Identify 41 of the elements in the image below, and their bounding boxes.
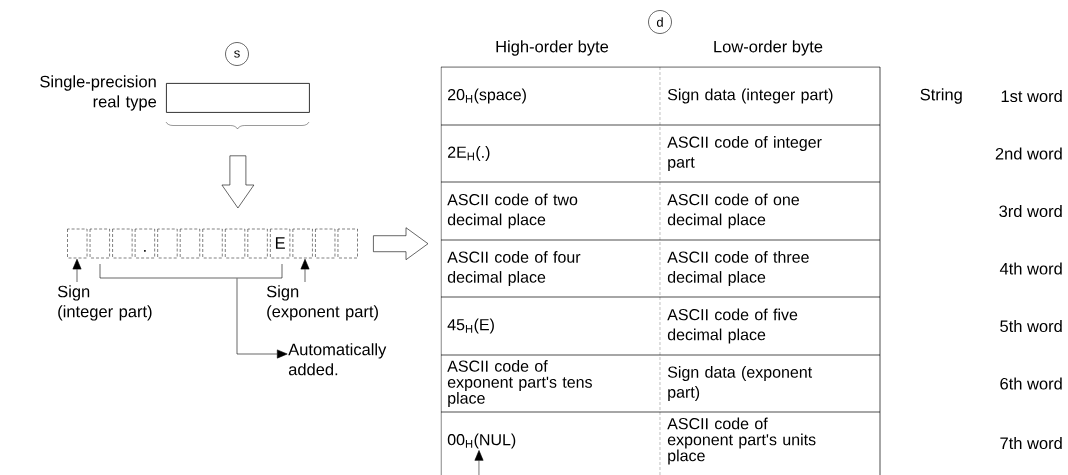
table-cell: ASCII code of one decimal place — [667, 193, 799, 229]
circled-letter: s — [225, 42, 249, 66]
annotation-text: Automatically added. — [288, 343, 387, 376]
arrow — [474, 450, 484, 475]
word-label: 5th word — [1000, 319, 1062, 333]
circled-letter: d — [648, 10, 672, 34]
column-heading: Low-order byte — [714, 40, 823, 56]
word-label: 3rd word — [999, 204, 1062, 218]
table-cell: ASCII code of exponent part's units place — [667, 417, 816, 465]
arrow — [72, 258, 82, 270]
annotation-text: Sign (exponent part) — [266, 285, 378, 321]
block-arrow — [373, 227, 429, 260]
type-label: Single-precision real type — [40, 75, 157, 111]
table-cell: 00$_{H}$(NUL) — [447, 433, 516, 449]
table-cell: Sign data (exponent part) — [667, 366, 813, 401]
word-label: String — [920, 88, 962, 104]
table-cell: 2E$_{H}$(.) — [448, 146, 490, 161]
table-cell: ASCII code of four decimal place — [447, 251, 581, 286]
annotation-text: Sign (integer part) — [57, 285, 152, 321]
column-heading: High-order byte — [496, 40, 609, 56]
table-cell: ASCII code of exponent part's tens place — [447, 360, 592, 407]
word-label: 7th word — [1000, 436, 1062, 450]
node-label: E — [275, 237, 285, 249]
data-table — [440, 66, 881, 475]
character-cells: . E — [67, 228, 358, 259]
table-cell: ASCII code of two decimal place — [447, 193, 578, 229]
arrow — [236, 278, 288, 359]
word-label: 4th word — [999, 262, 1062, 275]
node-label: . — [144, 250, 146, 252]
word-label: 2nd word — [995, 147, 1062, 160]
table-cell: ASCII code of five decimal place — [667, 308, 798, 344]
table-cell: 20$_{H}$(space) — [448, 88, 526, 104]
table-cell: 45$_{H}$(E) — [447, 318, 494, 334]
block-arrow — [221, 155, 255, 209]
word-label: 1st word — [1001, 89, 1062, 103]
table-cell: ASCII code of three decimal place — [667, 251, 809, 286]
word-label: 6th word — [1000, 377, 1062, 390]
register-box — [166, 83, 310, 113]
arrow — [300, 258, 310, 270]
table-cell: Sign data (integer part) — [667, 88, 833, 104]
table-cell: ASCII code of integer part — [667, 136, 822, 171]
